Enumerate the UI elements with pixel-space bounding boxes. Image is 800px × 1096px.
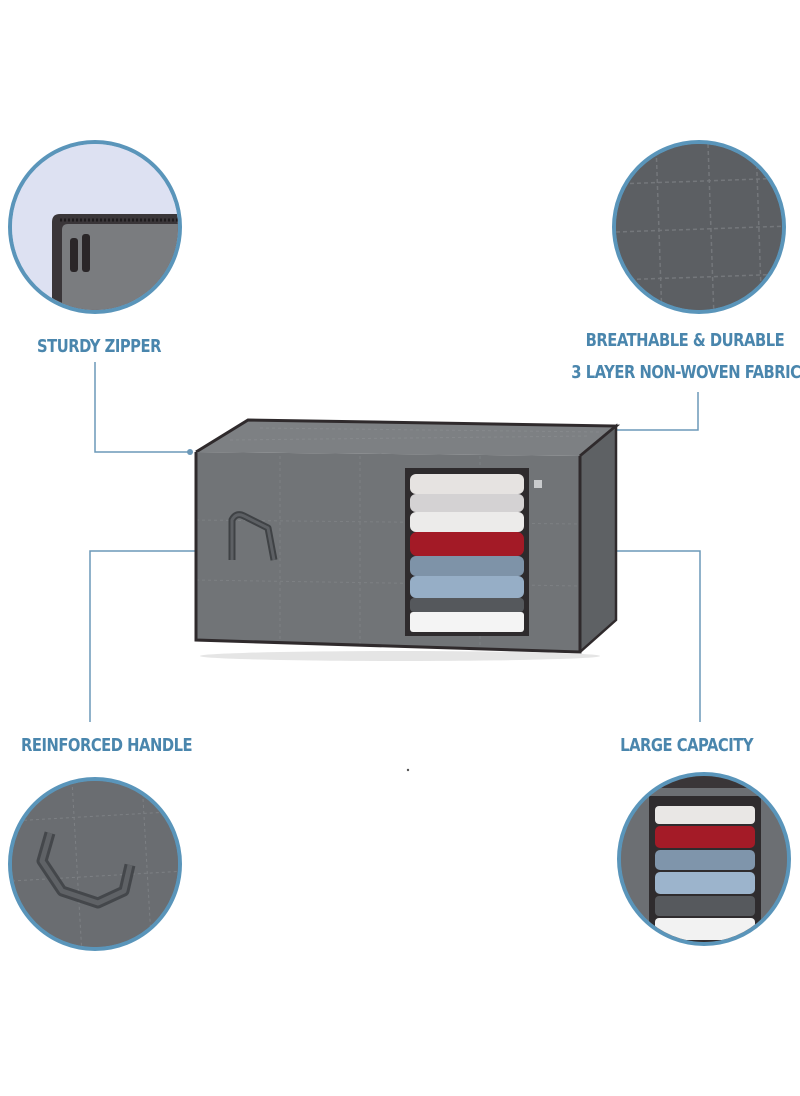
zipper-closeup-image	[12, 144, 178, 310]
zipper-pull-icon	[70, 238, 78, 272]
fabric-closeup-image	[616, 144, 782, 310]
fabric-connector-line	[585, 392, 699, 431]
reinforced-handle-label: REINFORCED HANDLE	[21, 735, 193, 756]
sturdy-zipper-label: STURDY ZIPPER	[37, 336, 161, 357]
handle-detail-circle	[8, 777, 182, 951]
clothing-stack	[410, 474, 524, 632]
zipper-connector-line	[94, 362, 188, 453]
bag-brand-tag	[534, 480, 542, 488]
large-capacity-label: LARGE CAPACITY	[620, 735, 753, 756]
fabric-label-line-1: BREATHABLE & DURABLE	[585, 330, 784, 351]
fabric-label-line-2: 3 LAYER NON-WOVEN FABRIC	[570, 362, 800, 383]
bag-side-face	[580, 426, 616, 652]
handle-closeup-image	[12, 781, 178, 947]
zipper-detail-circle	[8, 140, 182, 314]
fabric-detail-circle	[612, 140, 786, 314]
zipper-connector-dot	[187, 449, 193, 455]
handle-connector-line	[89, 550, 228, 722]
capacity-detail-circle	[617, 772, 791, 946]
capacity-closeup-image	[621, 776, 787, 942]
